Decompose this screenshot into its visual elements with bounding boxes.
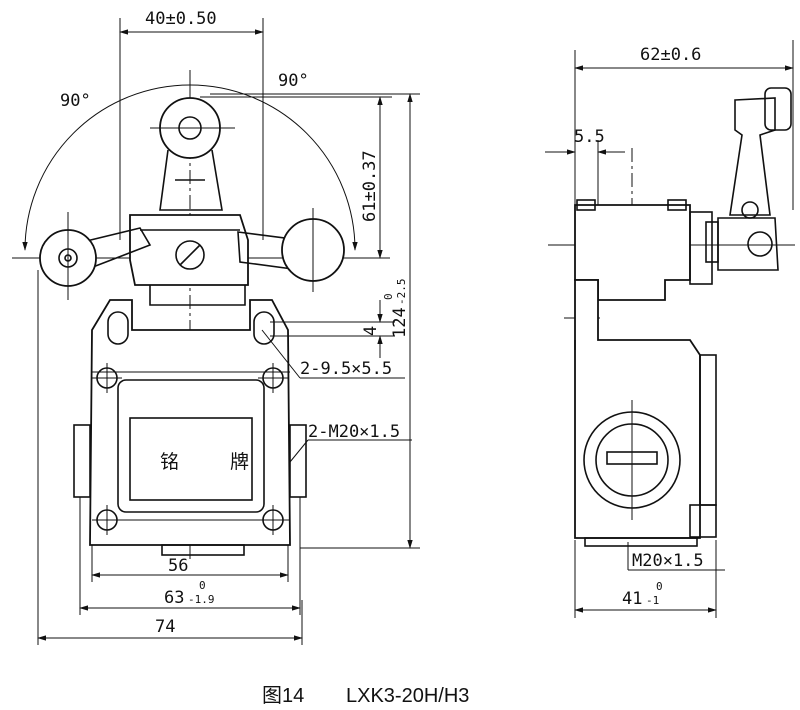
dim-body-width: 63 0 -1.9 [79,497,301,615]
dim-roller-spacing: 40±0.50 [119,9,264,240]
dim-overall-width: 74 [37,270,303,645]
body-width-tol-upper: 0 [199,579,206,592]
switch-body [73,299,307,556]
side-depth-label: 62±0.6 [640,45,701,65]
roller-spacing-label: 40±0.50 [145,9,217,29]
head-mechanism [129,214,249,306]
total-height-tol: -2.5 [395,279,408,306]
side-thread-label: M20×1.5 [632,551,704,571]
total-height-label: 124 [390,307,410,338]
nameplate-char1: 铭 [160,451,179,473]
thread-leader: 2-M20×1.5 [289,422,412,463]
model-name: LXK3-20H/H3 [346,685,469,707]
side-offset-label: 5.5 [574,127,605,147]
upper-lever [150,97,235,211]
thread-spec-label: 2-M20×1.5 [308,422,400,442]
total-height-tol-upper: 0 [382,293,395,300]
side-body [574,199,717,547]
hole-spacing-label: 56 [168,556,188,576]
arc-left-angle-label: 90° [60,91,91,111]
figure-number: 图14 [262,685,304,707]
front-view: 90° 90° [12,9,420,645]
arc-right-angle-label: 90° [278,71,309,91]
dim-hole-spacing: 56 [91,545,289,582]
dim-slot-offset: 4 [270,300,395,358]
slot-offset-label: 4 [361,326,381,336]
side-width-tol-upper: 0 [656,580,663,593]
side-width-tol-lower: -1 [646,594,659,607]
slot-leader: 2-9.5×5.5 [261,329,405,379]
body-width-label: 63 [164,588,184,608]
slot-spec-label: 2-9.5×5.5 [300,359,392,379]
side-width-label: 41 [622,589,642,609]
dim-side-offset: 5.5 [545,127,625,205]
dim-side-thread: M20×1.5 [627,542,725,571]
nameplate: 铭 牌 [129,417,253,501]
side-view: 62±0.6 5.5 M20×1.5 41 0 -1 [545,40,795,618]
body-width-tol-lower: -1.9 [188,593,215,606]
overall-width-label: 74 [155,617,175,637]
dim-side-width: 41 0 -1 [574,540,717,618]
rotation-arc: 90° 90° [22,71,358,251]
left-lever [39,212,152,300]
dim-total-height: 124 -2.5 0 [210,93,420,549]
dim-side-depth: 62±0.6 [574,40,794,210]
figure-caption: 图14 LXK3-20H/H3 [262,685,469,707]
side-lever [689,87,792,285]
dim-roller-height: 61±0.37 [200,96,392,259]
right-lever [237,208,345,292]
roller-height-label: 61±0.37 [360,150,380,222]
nameplate-char2: 牌 [230,451,249,473]
